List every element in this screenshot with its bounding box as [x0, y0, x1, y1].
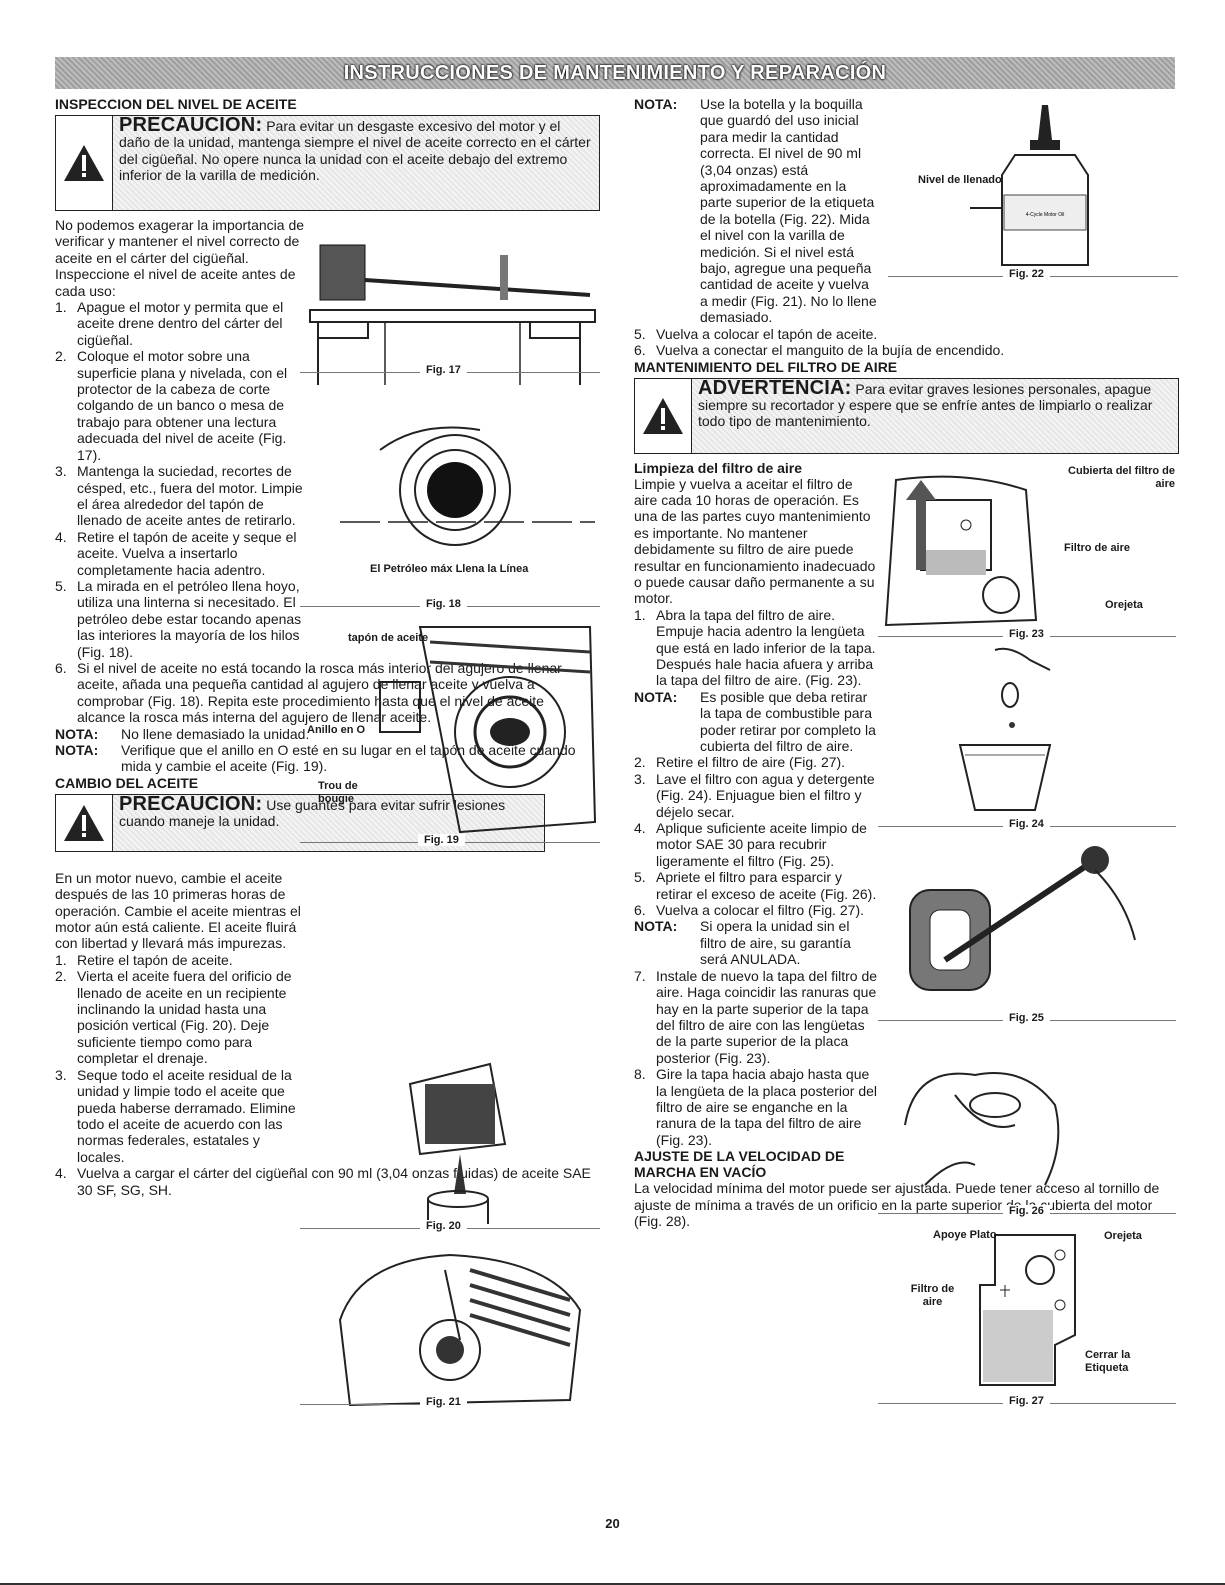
- figure-24: [958, 647, 1052, 811]
- figure-caption: Fig. 19: [418, 834, 465, 846]
- figure-label: Orejeta: [1105, 599, 1143, 611]
- list-item: 7.Instale de nuevo la tapa del filtro de…: [634, 967, 878, 1066]
- divider: [0, 1583, 1225, 1585]
- figure-caption: Fig. 23: [1003, 628, 1050, 640]
- note: NOTA:Use la botella y la boquilla que gu…: [634, 96, 877, 326]
- figure-19: [379, 626, 597, 834]
- figure-label: Filtro de aire: [910, 1283, 955, 1308]
- figure-21: [338, 1253, 582, 1407]
- figure-caption: Fig. 25: [1003, 1012, 1050, 1024]
- list-item: 5.La mirada en el petróleo llena hoyo, u…: [55, 577, 302, 660]
- figure-arrow: [970, 207, 1002, 209]
- figure-27: [979, 1234, 1076, 1386]
- figure-label: Trou de bougie: [318, 780, 358, 805]
- oil-change-intro: En un motor nuevo, cambie el aceite desp…: [55, 869, 301, 952]
- caution-box-oil-change: PRECAUCION: Use guantes para evitar sufr…: [55, 793, 545, 852]
- list-item: 6.Vuelva a colocar el filtro (Fig. 27).: [634, 902, 865, 919]
- figure-label: Anillo en O: [307, 724, 366, 736]
- figure-caption: Fig. 20: [420, 1220, 467, 1232]
- figure-label: Filtro de aire: [1064, 542, 1131, 554]
- figure-label: Nivel de llenado: [918, 174, 1002, 186]
- filter-subheading: Limpieza del filtro de aire: [634, 459, 803, 476]
- warning-triangle-icon: [56, 116, 113, 210]
- figure-18: [340, 426, 595, 546]
- list-item: 2.Retire el filtro de aire (Fig. 27).: [634, 754, 846, 771]
- figure-label: Apoye Plato: [933, 1229, 997, 1241]
- figure-rule: [300, 1404, 450, 1405]
- caution-box-oil-check: PRECAUCION: Para evitar un desgaste exce…: [55, 115, 600, 211]
- figure-22: 4-Cycle Motor Oil: [1001, 105, 1089, 266]
- page-title: INSTRUCCIONES DE MANTENIMIENTO Y REPARAC…: [343, 61, 887, 84]
- figure-caption: Fig. 26: [1003, 1205, 1050, 1217]
- list-item: 1.Abra la tapa del filtro de aire. Empuj…: [634, 606, 876, 689]
- oil-check-intro: No podemos exagerar la importancia de ve…: [55, 217, 305, 299]
- figure-label: Cubierta del filtro de aire: [1068, 465, 1175, 490]
- warning-box: ADVERTENCIA: Para evitar graves lesiones…: [634, 377, 1179, 454]
- right-column: NOTA:Use la botella y la boquilla que gu…: [634, 96, 1179, 1229]
- figure-caption: Fig. 24: [1003, 818, 1050, 830]
- note: NOTA:Verifique que el anillo en O esté e…: [55, 742, 576, 775]
- figure-25: [909, 846, 1136, 991]
- list-item: 5.Apriete el filtro para esparcir y reti…: [634, 869, 877, 902]
- figure-caption: Fig. 27: [1003, 1395, 1050, 1407]
- figure-label: Cerrar la Etiqueta: [1085, 1349, 1131, 1374]
- list-item: 4.Retire el tapón de aceite y seque el a…: [55, 528, 297, 578]
- idle-heading: AJUSTE DE LA VELOCIDAD DE MARCHA EN VACÍ…: [634, 1148, 845, 1181]
- oil-check-heading: INSPECCION DEL NIVEL DE ACEITE: [55, 96, 297, 112]
- list-item: 3.Mantenga la suciedad, recortes de césp…: [55, 463, 303, 529]
- list-item: 8.Gire la tapa hacia abajo hasta que la …: [634, 1066, 878, 1148]
- oil-change-heading: CAMBIO DEL ACEITE: [55, 774, 199, 791]
- figure-caption: Fig. 18: [420, 598, 467, 610]
- figure-label: tapón de aceite: [348, 632, 429, 644]
- list-item: 3.Lave el filtro con agua y detergente (…: [634, 770, 875, 820]
- caution-text: PRECAUCION: Para evitar un desgaste exce…: [113, 115, 599, 210]
- figure-label: Orejeta: [1104, 1230, 1142, 1242]
- warning-triangle-icon: [56, 794, 113, 851]
- caution-text: PRECAUCION: Use guantes para evitar sufr…: [113, 794, 544, 851]
- figure-23: [884, 475, 1038, 627]
- list-item: 1.Apague el motor y permita que el aceit…: [55, 299, 284, 348]
- note: NOTA:Es posible que deba retirar la tapa…: [634, 688, 876, 754]
- figure-caption: Fig. 22: [1003, 268, 1050, 280]
- left-column: INSPECCION DEL NIVEL DE ACEITE PRECAUCIO…: [55, 96, 600, 1198]
- figure-26: [904, 1072, 1060, 1186]
- list-item: 1.Retire el tapón de aceite.: [55, 951, 233, 968]
- bottle-label-text: 4-Cycle Motor Oil: [1026, 212, 1065, 218]
- list-item: 3.Seque todo el aceite residual de la un…: [55, 1066, 296, 1165]
- filter-intro: Limpie y vuelva a aceitar el filtro de a…: [634, 475, 876, 607]
- idle-text: La velocidad mínima del motor puede ser …: [634, 1180, 1160, 1229]
- list-item: 2.Coloque el motor sobre una superficie …: [55, 348, 288, 463]
- figure-17: [309, 244, 596, 385]
- figure-caption: Fig. 21: [420, 1396, 467, 1408]
- page-number: 20: [605, 1516, 620, 1531]
- list-item: 5.Vuelva a colocar el tapón de aceite.: [634, 325, 878, 342]
- note: NOTA:No llene demasiado la unidad.: [55, 725, 310, 742]
- figure-caption: Fig. 17: [420, 364, 467, 376]
- figure-label: El Petróleo máx Llena la Línea: [370, 563, 529, 575]
- warning-triangle-icon: [635, 378, 692, 453]
- warning-text: ADVERTENCIA: Para evitar graves lesiones…: [692, 378, 1178, 453]
- figure-20: [408, 1062, 507, 1224]
- list-item: 4.Aplique suficiente aceite limpio de mo…: [634, 820, 867, 869]
- note: NOTA:Si opera la unidad sin el filtro de…: [634, 918, 851, 968]
- list-item: 6.Vuelva a conectar el manguito de la bu…: [634, 342, 1005, 359]
- list-item: 2.Vierta el aceite fuera del orificio de…: [55, 968, 292, 1067]
- filter-heading: MANTENIMIENTO DEL FILTRO DE AIRE: [634, 358, 898, 375]
- section-banner: INSTRUCCIONES DE MANTENIMIENTO Y REPARAC…: [55, 57, 1175, 89]
